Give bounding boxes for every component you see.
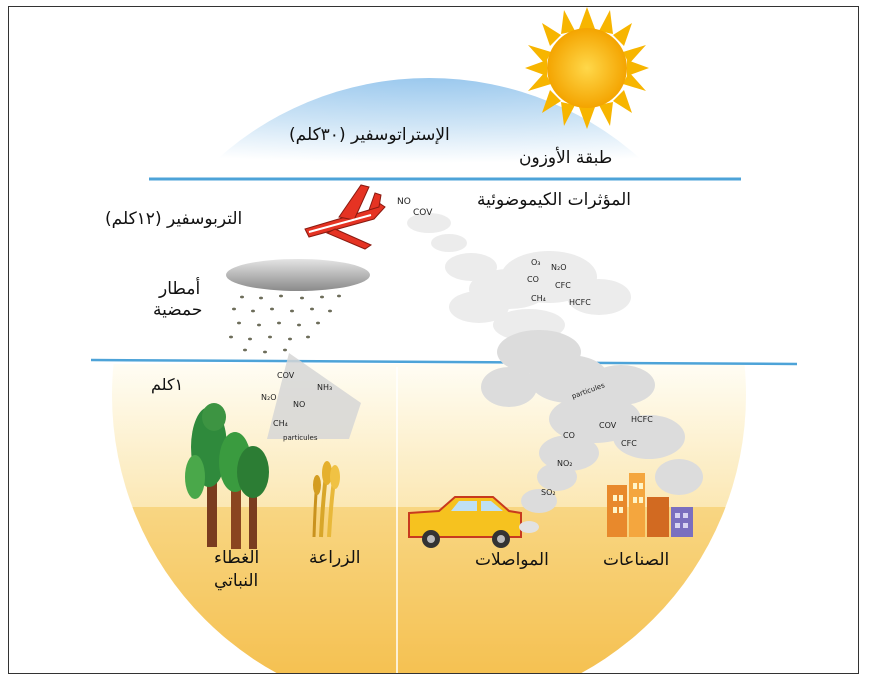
industry-no2-chem: NO₂ <box>557 459 573 468</box>
diagram-art <box>9 7 859 674</box>
acid-rain-label-line1: أمطار <box>159 279 200 299</box>
upper-o3-chem: O₃ <box>531 258 541 267</box>
troposphere-label: التربوسفير (١٢كلم) <box>105 209 242 229</box>
agri-no-chem: NO <box>293 400 305 409</box>
transport-label: المواصلات <box>475 550 549 570</box>
upper-n2o-chem: N₂O <box>551 263 567 272</box>
stratosphere-label: الإستراتوسفير (٣٠كلم) <box>289 125 450 145</box>
acid-rain-label-line2: حمضية <box>153 300 202 320</box>
industry-cfc-chem: CFC <box>621 439 637 448</box>
industry-hcfc-chem: HCFC <box>631 415 653 424</box>
photochemical-pollutants-label: المؤثرات الكيموضوئية <box>477 190 631 210</box>
agri-particules-chem: particules <box>283 434 317 442</box>
plane-cov-chem: COV <box>413 208 432 218</box>
plane-no-chem: NO <box>397 197 411 207</box>
upper-hcfc-chem: HCFC <box>569 298 591 307</box>
one-km-label: ١كلم <box>151 375 183 394</box>
agri-n2o-chem: N₂O <box>261 393 277 402</box>
industry-co-chem: CO <box>563 431 575 440</box>
vegetation-label-line2: النباتي <box>214 571 258 591</box>
acid-rain-cloud <box>226 259 370 291</box>
agriculture-label: الزراعة <box>309 548 360 568</box>
industry-so2-chem: SO₂ <box>541 488 556 497</box>
agri-nh3-chem: NH₃ <box>317 383 332 392</box>
upper-co-chem: CO <box>527 275 539 284</box>
agri-ch4-chem: CH₄ <box>273 419 288 428</box>
vegetation-label-line1: الغطاء <box>214 548 259 568</box>
industry-cov-chem: COV <box>599 421 616 430</box>
earth-atmosphere-circle <box>9 67 859 674</box>
sun-icon <box>525 7 649 129</box>
agri-cov-chem: COV <box>277 371 294 380</box>
diagram-frame: طبقة الأوزون الإستراتوسفير (٣٠كلم) الترب… <box>8 6 859 674</box>
upper-ch4-chem: CH₄ <box>531 294 546 303</box>
upper-cfc-chem: CFC <box>555 281 571 290</box>
industries-label: الصناعات <box>603 550 669 570</box>
ozone-layer-label: طبقة الأوزون <box>519 148 612 168</box>
